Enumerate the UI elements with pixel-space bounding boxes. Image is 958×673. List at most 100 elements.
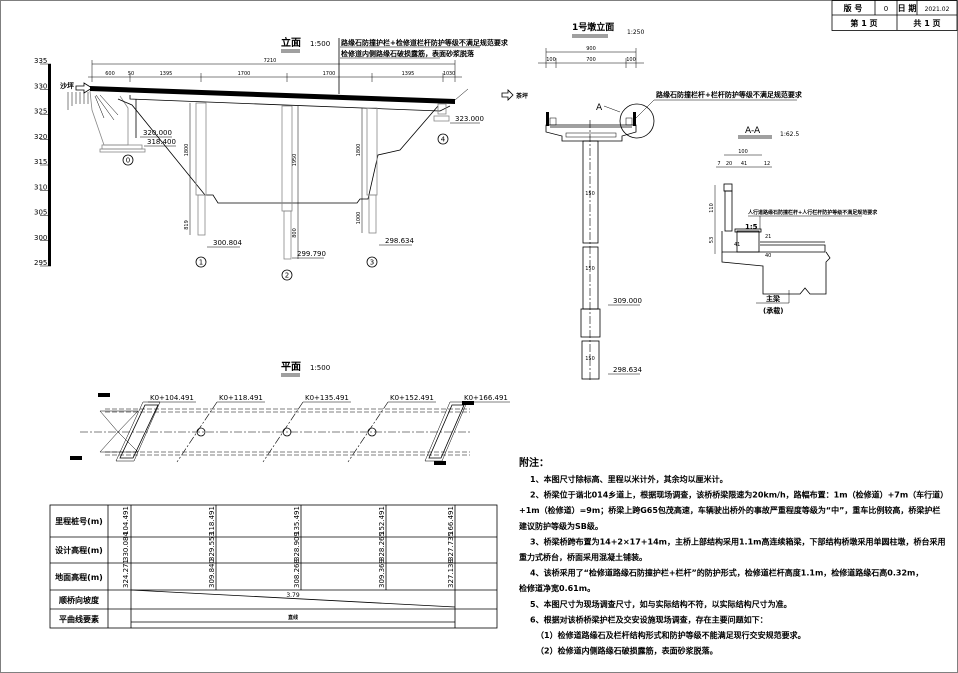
detail-mark-a: A bbox=[596, 103, 603, 113]
pier-plan-circle bbox=[196, 427, 206, 437]
level-320: 320.000 bbox=[143, 129, 172, 137]
pier-plan-circle bbox=[282, 427, 292, 437]
row-label: 平曲线要素 bbox=[59, 614, 99, 624]
column-dim: 150 bbox=[585, 191, 595, 197]
support-id-circle bbox=[366, 256, 378, 268]
ground-line bbox=[117, 98, 439, 204]
direction-right-label: 茶坪 bbox=[515, 92, 528, 100]
table-cell-design-elev: 328.265 bbox=[378, 532, 386, 561]
station-label: K0+166.491 bbox=[464, 394, 508, 402]
support-id: 4 bbox=[441, 136, 446, 144]
row-label: 里程桩号(m) bbox=[55, 516, 103, 526]
scale-tick-label: 315 bbox=[34, 158, 47, 166]
column-dim: 150 bbox=[585, 266, 595, 272]
span-dim: 600 bbox=[105, 71, 115, 77]
table-cell-stations: 118.491 bbox=[208, 506, 216, 535]
table-cell-design-elev: 329.553 bbox=[208, 532, 216, 561]
elevation-title: 立面 bbox=[281, 36, 301, 49]
span-dim: 1395 bbox=[160, 71, 173, 77]
pier-height: 1000 bbox=[356, 212, 362, 225]
pier-axis bbox=[347, 401, 389, 463]
support-id: 1 bbox=[199, 259, 203, 267]
note-line: +1m（检修道）=9m；桥梁上跨G65包茂高速，车辆驶出桥外的事故严重程度等级为… bbox=[519, 505, 940, 516]
abutment-0 bbox=[67, 90, 146, 153]
notes: 附注： 1、本图尺寸除标高、里程以米计外，其余均以厘米计。 2、桥梁位于谐北014… bbox=[518, 456, 948, 656]
section-aa-view: A-A 1:62.5 100 7 20 41 12 110 53 41 1:5 … bbox=[709, 126, 878, 315]
support-id: 2 bbox=[285, 272, 289, 280]
pier-axis bbox=[176, 401, 218, 463]
row-label: 地面高程(m) bbox=[55, 572, 103, 582]
note-line: 3、桥梁桥跨布置为14+2×17+14m，主桥上部结构采用1.1m高连续箱梁，下… bbox=[530, 536, 945, 546]
pier-elevation-scale: 1:250 bbox=[627, 29, 644, 36]
section-dim: 7 bbox=[717, 161, 720, 167]
scale-tick-label: 295 bbox=[34, 259, 47, 267]
level-abutment-4: 323.000 bbox=[455, 115, 484, 123]
defect-note-1: 路缘石防撞护栏+检修道栏杆防护等级不满足规范要求 bbox=[341, 38, 509, 47]
direction-arrow-left-icon bbox=[75, 82, 93, 94]
column-dim: 150 bbox=[585, 356, 595, 362]
table-cell-design-elev: 330.084 bbox=[122, 532, 130, 561]
section-dim: 110 bbox=[709, 203, 715, 213]
abutment-4 bbox=[433, 103, 450, 122]
notes-heading: 附注： bbox=[519, 456, 549, 469]
scale-tick-label: 300 bbox=[34, 234, 47, 242]
note-line: 检修道净宽0.61m。 bbox=[519, 583, 595, 593]
note-line: 1、本图尺寸除标高、里程以米计外，其余均以厘米计。 bbox=[530, 474, 728, 484]
scale-tick-label: 330 bbox=[34, 82, 47, 90]
pier-axis bbox=[262, 401, 304, 463]
support-id-circle bbox=[122, 154, 134, 166]
date-label: 日 期 bbox=[898, 3, 917, 13]
note-line: 建议防护等级为SB级。 bbox=[518, 521, 603, 531]
plan-scale: 1:500 bbox=[310, 364, 330, 372]
section-dim: 100 bbox=[738, 149, 748, 155]
pier-2 bbox=[281, 105, 299, 260]
beam-sub-label: (承载) bbox=[763, 306, 783, 315]
section-defect-note: 人行道路缘石防撞栏杆+人行栏杆防护等级不满足规范要求 bbox=[747, 209, 878, 216]
version-label: 版 号 bbox=[843, 3, 863, 13]
table-cell-ground-elev: 327.138 bbox=[447, 559, 455, 588]
level-pier-2: 299.790 bbox=[297, 250, 326, 258]
page-current: 第 1 页 bbox=[850, 18, 877, 28]
pier-3 bbox=[361, 107, 378, 234]
pier-elevation-title: 1号墩立面 bbox=[572, 21, 614, 33]
curve-value: 直线 bbox=[288, 614, 298, 621]
section-dim: 12 bbox=[764, 161, 770, 167]
direction-arrow-right-icon bbox=[501, 89, 514, 101]
pier-dim: 700 bbox=[586, 57, 596, 63]
pier-height: 1800 bbox=[184, 144, 190, 157]
scale-tick-label: 325 bbox=[34, 108, 47, 116]
station-label: K0+118.491 bbox=[219, 394, 263, 402]
station-label: K0+152.491 bbox=[390, 394, 434, 402]
scale-tick-label: 305 bbox=[34, 209, 47, 217]
total-dim: 7210 bbox=[264, 58, 277, 64]
version-value: 0 bbox=[884, 5, 888, 13]
station-label: K0+104.491 bbox=[150, 394, 194, 402]
section-dim: 21 bbox=[765, 234, 771, 240]
pier-defect-note: 路缘石防撞栏杆+栏杆防护等级不满足规范要求 bbox=[656, 90, 803, 99]
pier-dim: 100 bbox=[546, 57, 556, 63]
section-dim: 41 bbox=[741, 161, 747, 167]
section-scale: 1:62.5 bbox=[780, 131, 799, 138]
pier-dim: 100 bbox=[626, 57, 636, 63]
beam-label: 主梁 bbox=[766, 294, 781, 303]
elevation-view: 立面 1:500 路缘石防撞护栏+检修道栏杆防护等级不满足规范要求 检修道内侧路… bbox=[34, 36, 509, 281]
support-id-circle bbox=[195, 256, 207, 268]
row-label: 设计高程(m) bbox=[55, 545, 103, 555]
span-dim: 1700 bbox=[238, 71, 251, 77]
note-line: （2）检修道内侧路缘石破损露筋，表面砂浆脱落。 bbox=[536, 646, 718, 656]
detail-circle bbox=[619, 103, 655, 139]
support-id: 3 bbox=[370, 259, 374, 267]
level-pier-3: 298.634 bbox=[385, 237, 414, 245]
support-id-circle bbox=[281, 269, 293, 281]
level-pier-1: 300.804 bbox=[213, 239, 242, 247]
support-id-circle bbox=[437, 133, 449, 145]
span-dim: 10 bbox=[443, 71, 449, 77]
span-dim: 30 bbox=[449, 71, 455, 77]
table-cell-stations: 104.491 bbox=[122, 506, 130, 535]
note-line: 2、桥梁位于谐北014乡道上，根据现场调查，该桥桥梁限速为20km/h，路幅布置… bbox=[530, 490, 948, 500]
table-cell-stations: 166.491 bbox=[447, 506, 455, 535]
span-dim: 50 bbox=[128, 71, 134, 77]
